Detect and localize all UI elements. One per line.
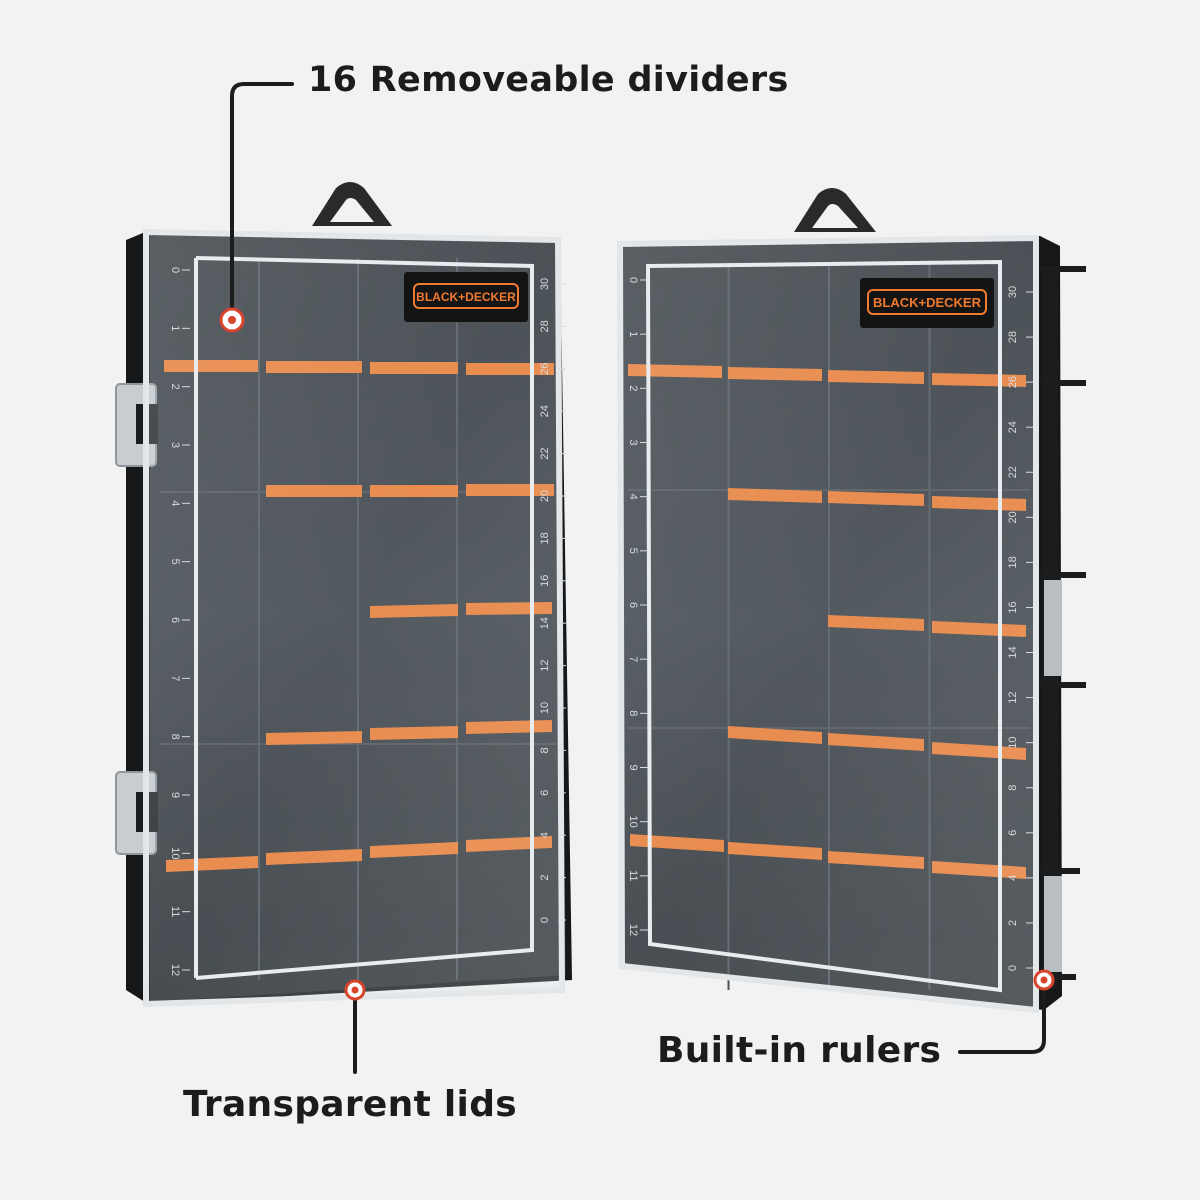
ruler-tick-label: 1 [169, 325, 181, 331]
ruler-tick-label: 30 [1007, 286, 1019, 298]
ruler-tick-label: 10 [1007, 737, 1019, 749]
ruler-tick-label: 2 [539, 875, 551, 881]
ruler-tick-label: 0 [169, 267, 181, 273]
ruler-tick-label: 10 [539, 702, 551, 714]
ruler-tick-label: 20 [1007, 511, 1019, 523]
ruler-tick-label: 4 [627, 494, 639, 500]
ruler-tick-label: 22 [1007, 466, 1019, 478]
ruler-tick-label: 30 [539, 278, 551, 290]
ruler-tick-label: 10 [169, 847, 181, 859]
ruler-tick-label: 16 [1007, 601, 1019, 613]
svg-text:BLACK+DECKER: BLACK+DECKER [873, 295, 982, 310]
ruler-tick-label: 6 [539, 790, 551, 796]
ruler-tick-label: 4 [169, 500, 181, 506]
ruler-tick-label: 8 [1007, 785, 1019, 791]
ruler-tick-label: 16 [539, 575, 551, 587]
ruler-tick-label: 12 [169, 964, 181, 976]
ruler-tick-label: 5 [169, 559, 181, 565]
ruler-tick-label: 8 [539, 747, 551, 753]
ruler-tick-label: 12 [539, 659, 551, 671]
callout-lines [230, 82, 1046, 1074]
ruler-tick-label: 24 [539, 405, 551, 417]
ruler-tick-label: 3 [169, 442, 181, 448]
ruler-tick-label: 9 [169, 792, 181, 798]
right-brand-logo: BLACK+DECKER [860, 278, 994, 328]
ruler-tick-label: 9 [627, 764, 639, 770]
ruler-tick-label: 22 [539, 447, 551, 459]
lids-callout-label: Transparent lids [183, 1084, 517, 1125]
ruler-tick-label: 6 [1007, 830, 1019, 836]
left-brand-logo: BLACK+DECKER [404, 272, 528, 322]
ruler-tick-label: 26 [1007, 376, 1019, 388]
ruler-tick-label: 26 [539, 363, 551, 375]
ruler-tick-label: 0 [539, 917, 551, 923]
ruler-tick-label: 14 [1007, 646, 1019, 658]
ruler-tick-label: 7 [169, 675, 181, 681]
ruler-tick-label: 8 [169, 734, 181, 740]
ruler-tick-label: 12 [627, 924, 639, 936]
ruler-tick-label: 0 [627, 277, 639, 283]
rulers-callout-line [958, 982, 1046, 1054]
callout-markers [219, 307, 1055, 1001]
ruler-tick-label: 4 [539, 832, 551, 838]
ruler-tick-label: 4 [1007, 875, 1019, 881]
ruler-tick-label: 2 [627, 385, 639, 391]
ruler-tick-label: 6 [627, 602, 639, 608]
ruler-tick-label: 7 [627, 656, 639, 662]
ruler-tick-label: 11 [627, 870, 639, 881]
ruler-tick-label: 2 [1007, 920, 1019, 926]
dividers-callout-line [230, 82, 294, 308]
ruler-tick-label: 0 [1007, 965, 1019, 971]
ruler-tick-label: 2 [169, 384, 181, 390]
ruler-tick-label: 20 [539, 490, 551, 502]
ruler-tick-label: 18 [1007, 556, 1019, 568]
rulers-callout-label: Built-in rulers [657, 1030, 942, 1071]
ruler-tick-label: 28 [1007, 331, 1019, 343]
svg-text:BLACK+DECKER: BLACK+DECKER [416, 290, 516, 304]
ruler-tick-label: 28 [539, 320, 551, 332]
ruler-tick-label: 11 [169, 906, 181, 917]
ruler-tick-label: 5 [627, 548, 639, 554]
ruler-tick-label: 1 [627, 331, 639, 337]
ruler-tick-label: 24 [1007, 421, 1019, 433]
ruler-tick-label: 18 [539, 532, 551, 544]
ruler-tick-label: 6 [169, 617, 181, 623]
right-hinge-clips [1040, 266, 1086, 988]
ruler-tick-label: 3 [627, 439, 639, 445]
ruler-tick-label: 14 [539, 617, 551, 629]
ruler-tick-label: 10 [627, 816, 639, 828]
ruler-tick-label: 12 [1007, 691, 1019, 703]
ruler-tick-label: 8 [627, 710, 639, 716]
dividers-callout-label: 16 Removeable dividers [308, 60, 789, 100]
